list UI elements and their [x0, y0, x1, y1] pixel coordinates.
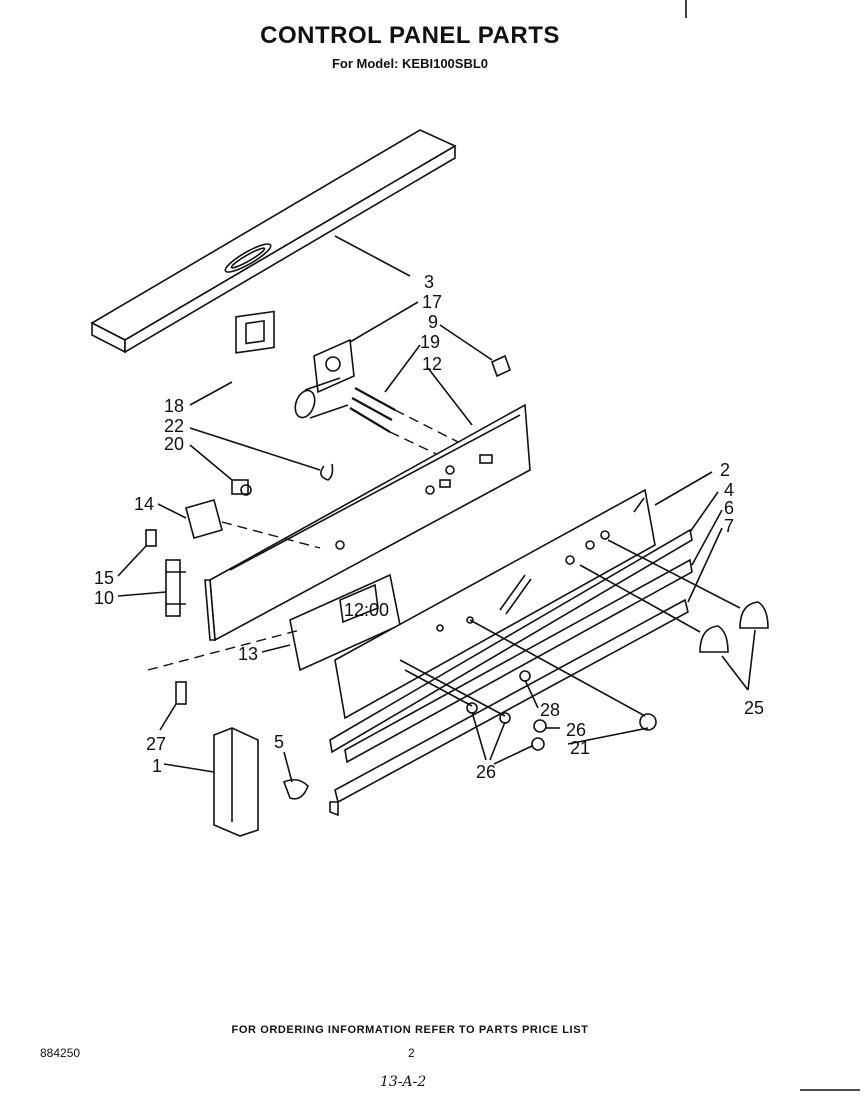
document-number: 884250: [40, 1046, 81, 1060]
callout-6: 6: [724, 498, 734, 518]
callout-25: 25: [744, 698, 764, 718]
callout-13: 13: [238, 644, 258, 664]
leader-lines: [117, 235, 756, 783]
model-subtitle: For Model: KEBI100SBL0: [331, 56, 489, 71]
part-knobs-25: [699, 601, 769, 653]
part-clip-22: [320, 463, 334, 481]
part-fasteners: [466, 670, 657, 751]
handwritten-note: 13-A-2: [380, 1074, 427, 1090]
callout-17: 17: [422, 292, 442, 312]
callout-7: 7: [724, 516, 734, 536]
page-title: CONTROL PANEL PARTS: [260, 22, 560, 49]
callout-3: 3: [424, 272, 434, 292]
part-rear-panel: [204, 403, 531, 642]
part-knob-5: [282, 778, 309, 800]
part-knob-9: [491, 354, 511, 378]
part-top-trim: [90, 129, 457, 354]
ordering-note: FOR ORDERING INFORMATION REFER TO PARTS …: [231, 1024, 589, 1036]
callout-26-b: 26: [476, 762, 496, 782]
part-clip-20: [231, 479, 252, 496]
part-front-panel-2: [334, 488, 656, 720]
page-number: 2: [408, 1046, 415, 1060]
callout-19: 19: [420, 332, 440, 352]
callout-28: 28: [540, 700, 560, 720]
callout-12: 12: [422, 354, 442, 374]
callout-2: 2: [720, 460, 730, 480]
callout-4: 4: [724, 480, 734, 500]
callout-20: 20: [164, 434, 184, 454]
callout-18: 18: [164, 396, 184, 416]
clock-readout: 12:00: [344, 600, 389, 620]
callout-1: 1: [152, 756, 162, 776]
callout-5: 5: [274, 732, 284, 752]
part-end-cap-1: [213, 727, 259, 837]
part-clip-27: [175, 681, 187, 705]
part-bracket-14: [185, 499, 223, 539]
callout-27: 27: [146, 734, 166, 754]
callout-10: 10: [94, 588, 114, 608]
part-coil-19: [294, 377, 349, 419]
part-trim-strips: [329, 528, 693, 817]
part-bracket-10: [165, 559, 186, 617]
callout-9: 9: [428, 312, 438, 332]
part-clip-15: [145, 529, 157, 547]
callout-labels: 3 17 9 19 12 18 22 20 14 15 10 13 27 1 5…: [94, 272, 764, 782]
part-switch-housing: [235, 310, 275, 354]
callout-14: 14: [134, 494, 154, 514]
callout-15: 15: [94, 568, 114, 588]
callout-22: 22: [164, 416, 184, 436]
part-bracket-17: [313, 338, 355, 394]
callout-21: 21: [570, 738, 590, 758]
callout-26-a: 26: [566, 720, 586, 740]
